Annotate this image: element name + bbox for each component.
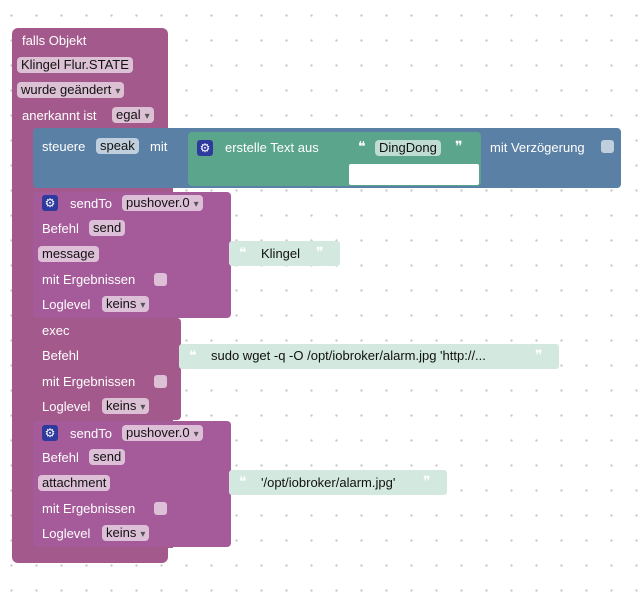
quote-close-icon: ❞: [316, 245, 324, 261]
delay-label: mit Verzögerung: [490, 140, 585, 155]
speak-mit-label: mit: [150, 139, 168, 154]
exec-results-label: mit Ergebnissen: [42, 374, 136, 389]
quote-open-icon: ❝: [189, 348, 197, 364]
befehl-label: Befehl: [42, 221, 79, 236]
loglevel-dropdown[interactable]: keins: [102, 525, 150, 541]
ack-dropdown[interactable]: egal: [112, 107, 154, 123]
create-text-slot: [349, 164, 479, 185]
results-checkbox[interactable]: [154, 273, 167, 286]
befehl-field[interactable]: send: [89, 449, 126, 465]
attachment-text-value[interactable]: '/opt/iobroker/alarm.jpg': [261, 475, 396, 490]
quote-close-icon: ❞: [535, 348, 543, 364]
param-name-field[interactable]: attachment: [38, 475, 111, 491]
exec-loglevel-label: Loglevel: [42, 399, 91, 414]
trigger-dropdown[interactable]: wurde geändert: [17, 82, 125, 98]
text-value-field[interactable]: DingDong: [375, 140, 441, 156]
instance-dropdown[interactable]: pushover.0: [122, 195, 203, 211]
param-name-field[interactable]: message: [38, 246, 99, 262]
quote-open-icon: ❝: [239, 474, 247, 490]
object-id-field[interactable]: Klingel Flur.STATE: [17, 57, 133, 73]
results-checkbox[interactable]: [154, 502, 167, 515]
sendto-title: sendTo: [70, 426, 112, 441]
quote-close-icon: ❞: [455, 139, 463, 155]
exec-command-block[interactable]: [179, 344, 559, 369]
results-label: mit Ergebnissen: [42, 272, 136, 287]
create-text-label: erstelle Text aus: [225, 140, 319, 155]
quote-close-icon: ❞: [423, 474, 431, 490]
exec-loglevel-dropdown[interactable]: keins: [102, 398, 150, 414]
loglevel-label: Loglevel: [42, 297, 91, 312]
sendto-title: sendTo: [70, 196, 112, 211]
gear-icon[interactable]: [42, 195, 58, 211]
attachment-text-block[interactable]: [229, 470, 447, 495]
message-text-value[interactable]: Klingel: [261, 246, 301, 261]
delay-checkbox[interactable]: [601, 140, 614, 153]
quote-open-icon: ❝: [358, 139, 366, 155]
results-label: mit Ergebnissen: [42, 501, 136, 516]
loglevel-label: Loglevel: [42, 526, 91, 541]
exec-results-checkbox[interactable]: [154, 375, 167, 388]
speak-prefix: steuere: [42, 139, 86, 154]
quote-open-icon: ❝: [239, 245, 247, 261]
exec-title: exec: [42, 323, 70, 338]
instance-dropdown[interactable]: pushover.0: [122, 425, 203, 441]
exec-command-value[interactable]: sudo wget -q -O /opt/iobroker/alarm.jpg …: [211, 348, 486, 363]
gear-icon[interactable]: [42, 425, 58, 441]
exec-befehl-label: Befehl: [42, 348, 79, 363]
speak-command-field[interactable]: speak: [96, 138, 139, 154]
befehl-label: Befehl: [42, 450, 79, 465]
message-text-block[interactable]: [229, 241, 340, 266]
gear-icon[interactable]: [197, 140, 213, 156]
event-title: falls Objekt: [22, 33, 87, 48]
befehl-field[interactable]: send: [89, 220, 126, 236]
ack-label: anerkannt ist: [22, 108, 97, 123]
loglevel-dropdown[interactable]: keins: [102, 296, 150, 312]
